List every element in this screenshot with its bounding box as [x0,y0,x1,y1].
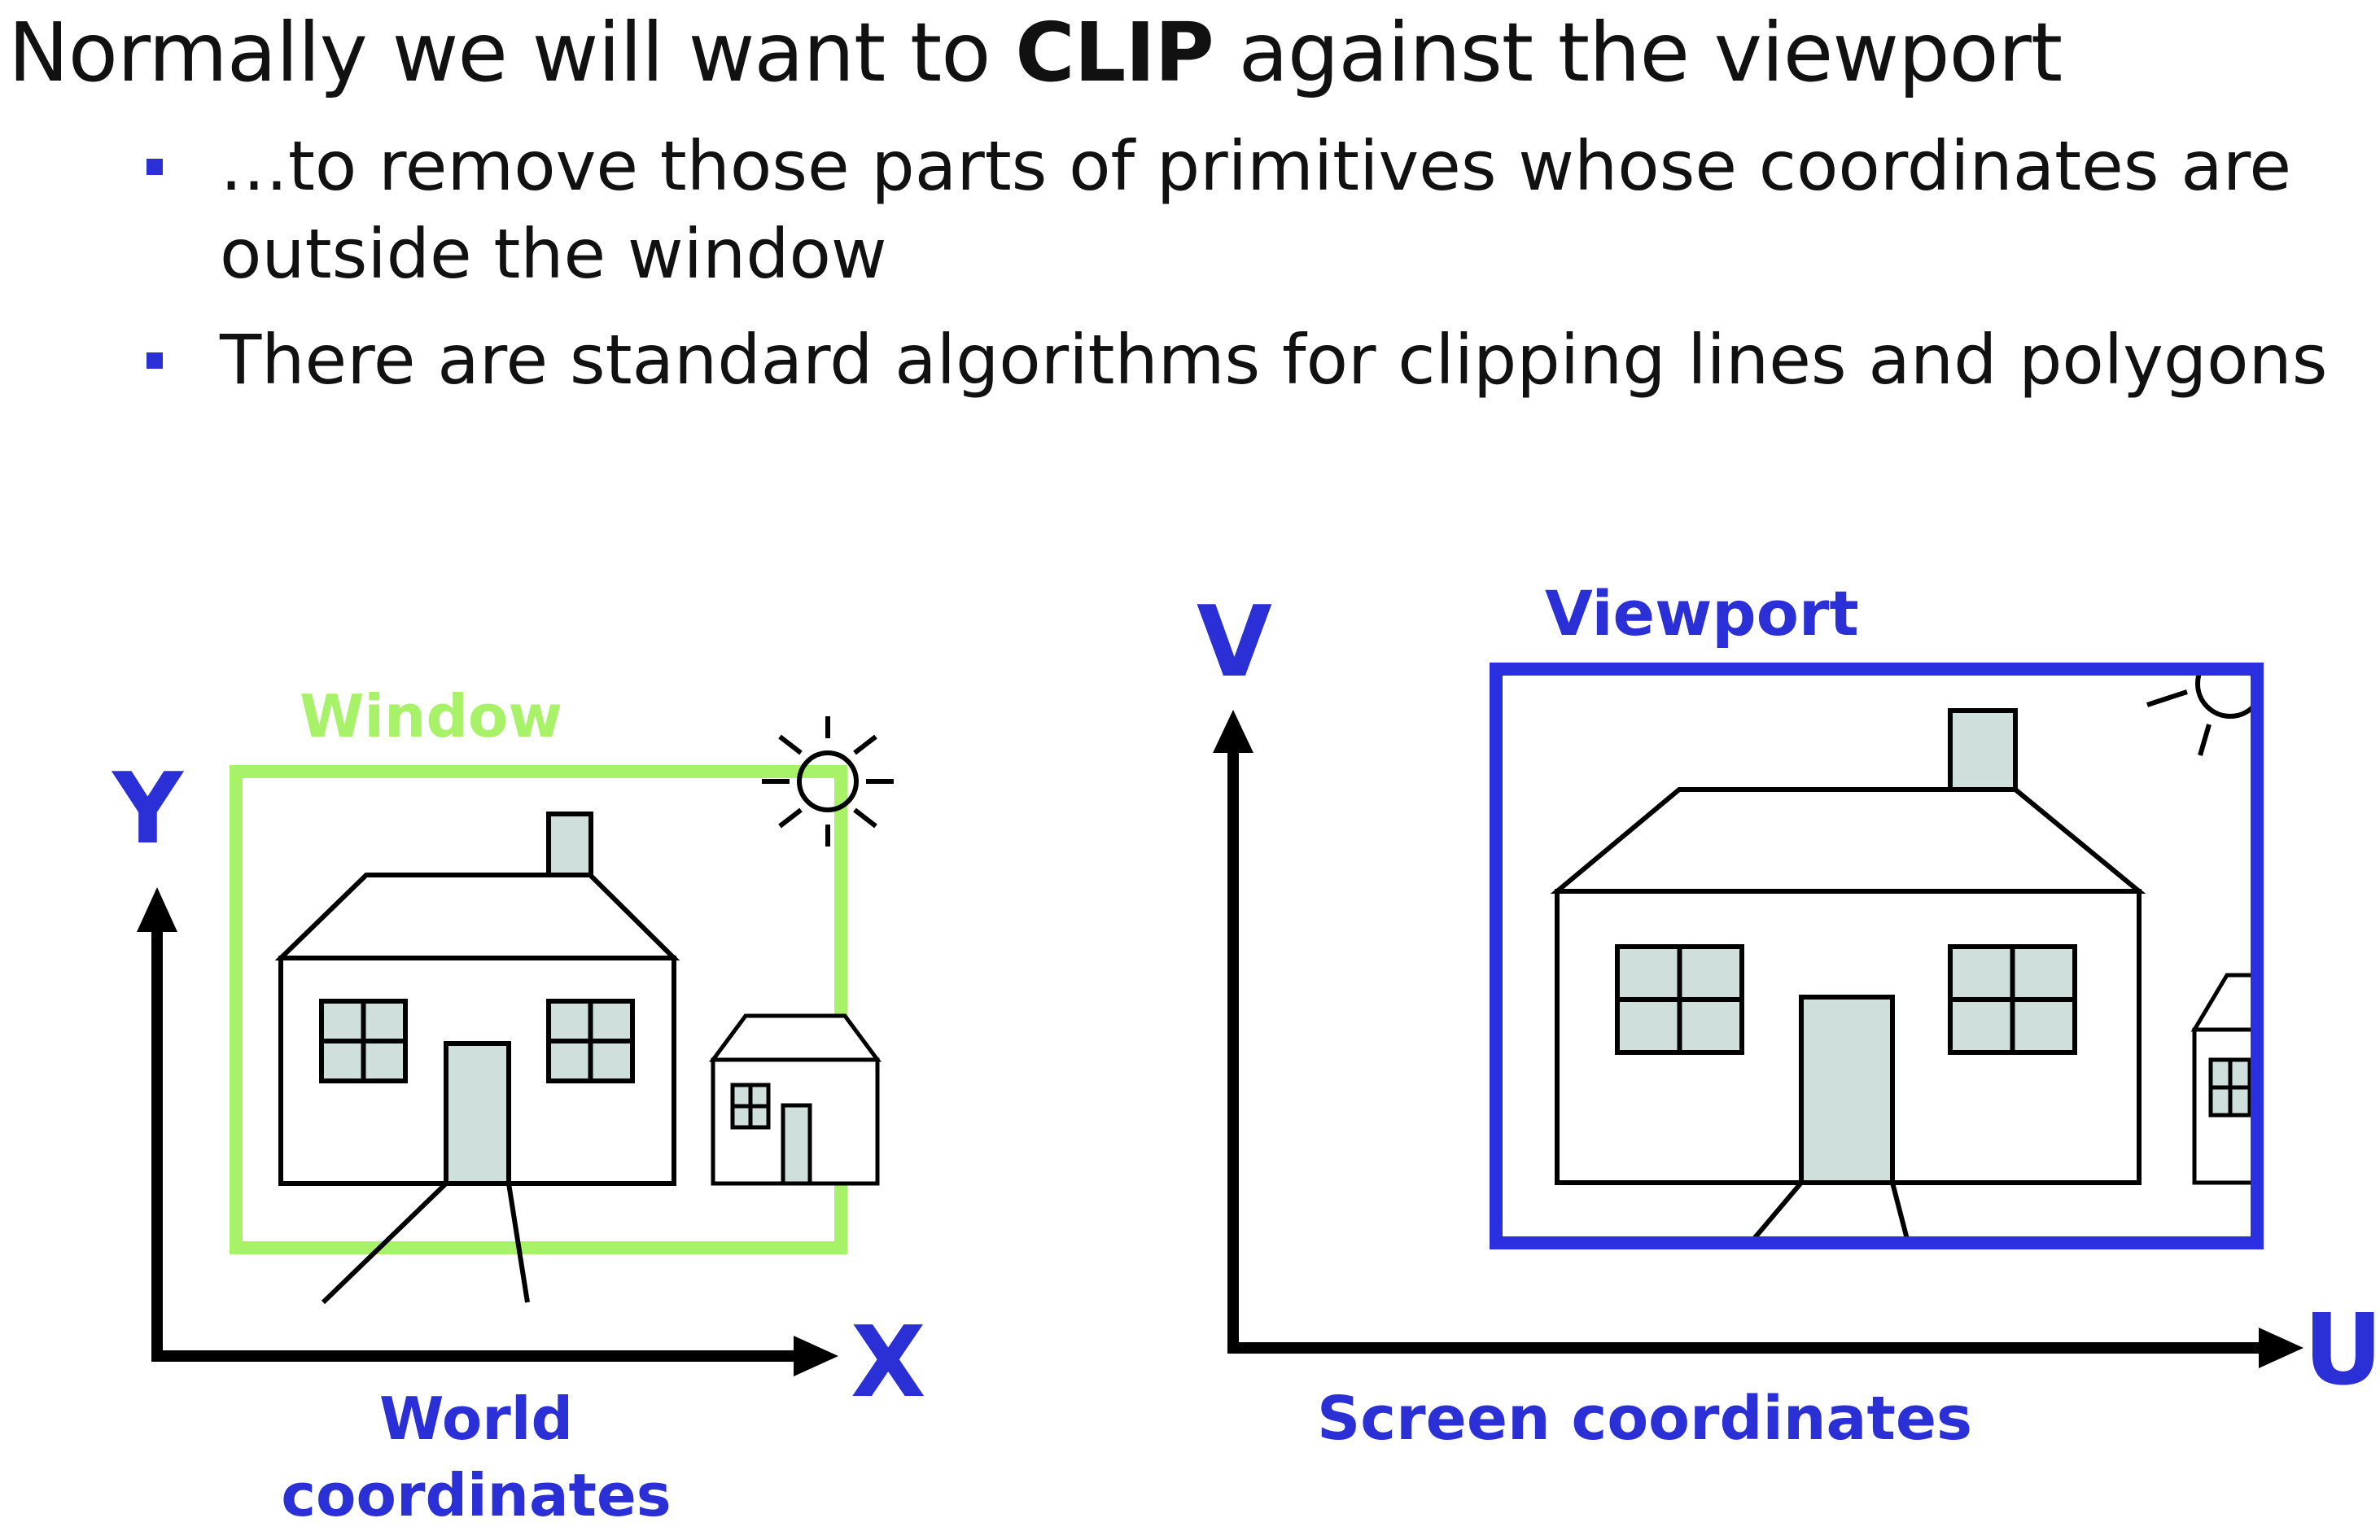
v-axis-label: V [1197,586,1272,699]
big-house [274,812,680,1305]
y-axis-label: Y [111,753,185,866]
bullet-item-2: There are standard algorithms for clippi… [147,316,2328,404]
bullet-2-line-1: There are standard algorithms for clippi… [220,320,2328,400]
bullet-square-icon [147,352,163,369]
roof [274,873,680,960]
viewport-path-left [1747,1181,1804,1243]
viewport-sun-icon [2146,669,2257,756]
small-roof [709,1013,882,1062]
bullet-1-line-2: outside the window [220,214,887,294]
y-axis [137,887,177,1356]
u-axis-label: U [2303,1294,2380,1407]
slide-title: Normally we will want to CLIP against th… [8,0,2063,106]
viewport-roof-shape [1550,787,2146,894]
viewport-chimney [1948,708,2018,792]
sun-icon [762,716,894,847]
chimney [546,812,593,877]
viewport-contents [1550,669,2257,1243]
window-pane-left [319,999,408,1083]
x-axis-label: X [851,1306,926,1420]
viewport-window-right [1948,944,2077,1055]
window-pane-right [546,999,635,1083]
viewport-door [1799,995,1895,1185]
v-axis [1213,710,1253,1348]
bullet-item-1: …to remove those parts of primitives who… [147,122,2292,298]
viewport-small-house [2190,973,2257,1185]
viewport-small-roof [2190,973,2257,1032]
world-coordinates-panel: Window Y X World coordinates [111,682,926,1529]
viewport-window-left [1615,944,1744,1055]
window-rectangle [230,765,847,1254]
screen-coordinates-panel: Viewport V U Screen coordinates [1197,577,2380,1454]
screen-caption: Screen coordinates [1317,1384,1972,1454]
title-text-end: against the viewport [1213,5,2063,100]
small-house [709,1013,882,1186]
door [444,1041,511,1186]
path-left [321,1181,448,1305]
viewport-small-window [2208,1057,2252,1118]
viewport-big-house [1550,708,2146,1243]
world-caption-line-2: coordinates [281,1461,671,1529]
title-text-start: Normally we will want to [8,5,1016,100]
viewport-rectangle [1490,663,2264,1249]
u-axis [1227,1328,2303,1368]
x-axis [151,1336,838,1376]
viewport-label: Viewport [1545,577,1859,650]
world-caption-line-1: World [379,1385,573,1453]
path-right [506,1183,530,1303]
viewport-path-right [1890,1182,1911,1243]
title-bold-word: CLIP [1015,5,1214,100]
small-window [730,1083,771,1130]
bullet-1-line-1: …to remove those parts of primitives who… [220,126,2292,206]
window-label: Window [300,682,562,750]
bullet-square-icon [147,159,163,175]
small-door [781,1103,812,1186]
